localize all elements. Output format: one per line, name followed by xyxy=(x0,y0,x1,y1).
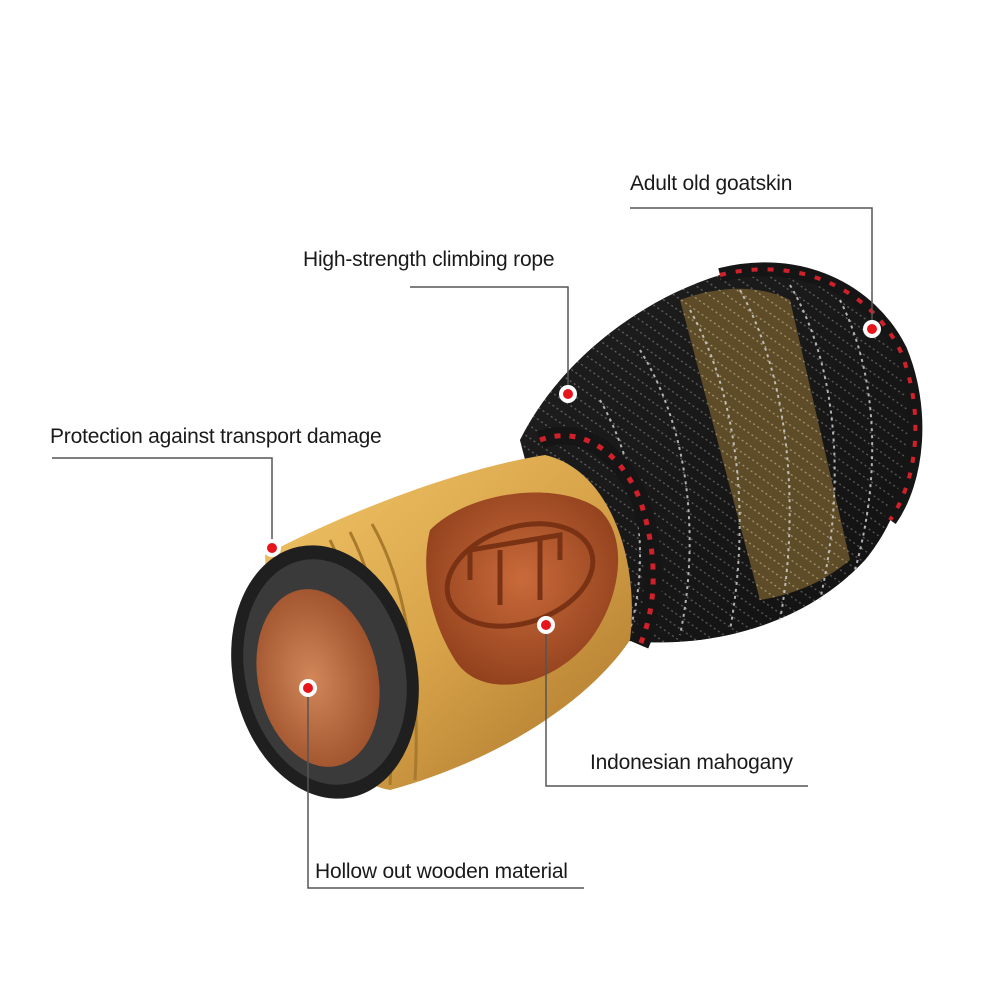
callout-goatskin: Adult old goatskin xyxy=(630,172,793,195)
leader-line-protection xyxy=(52,457,273,546)
leader-line-mahogany xyxy=(545,628,808,787)
hollow-interior xyxy=(256,589,380,767)
leader-lines xyxy=(52,207,873,889)
carved-panel xyxy=(426,492,619,685)
leader-line-hollow xyxy=(307,690,584,889)
leader-line-goatskin xyxy=(630,207,873,328)
callout-rope: High-strength climbing rope xyxy=(303,248,555,271)
callout-mahogany: Indonesian mahogany xyxy=(590,751,793,774)
djembe-drum xyxy=(231,262,923,799)
marker-protection xyxy=(263,539,281,557)
carved-face xyxy=(444,521,596,629)
leader-line-rope xyxy=(410,286,569,393)
marker-mahogany xyxy=(537,616,555,634)
marker-rope xyxy=(559,385,577,403)
callout-protection: Protection against transport damage xyxy=(50,425,382,448)
marker-hollow xyxy=(299,679,317,697)
callout-hollow: Hollow out wooden material xyxy=(315,860,568,883)
marker-goatskin xyxy=(863,320,881,338)
